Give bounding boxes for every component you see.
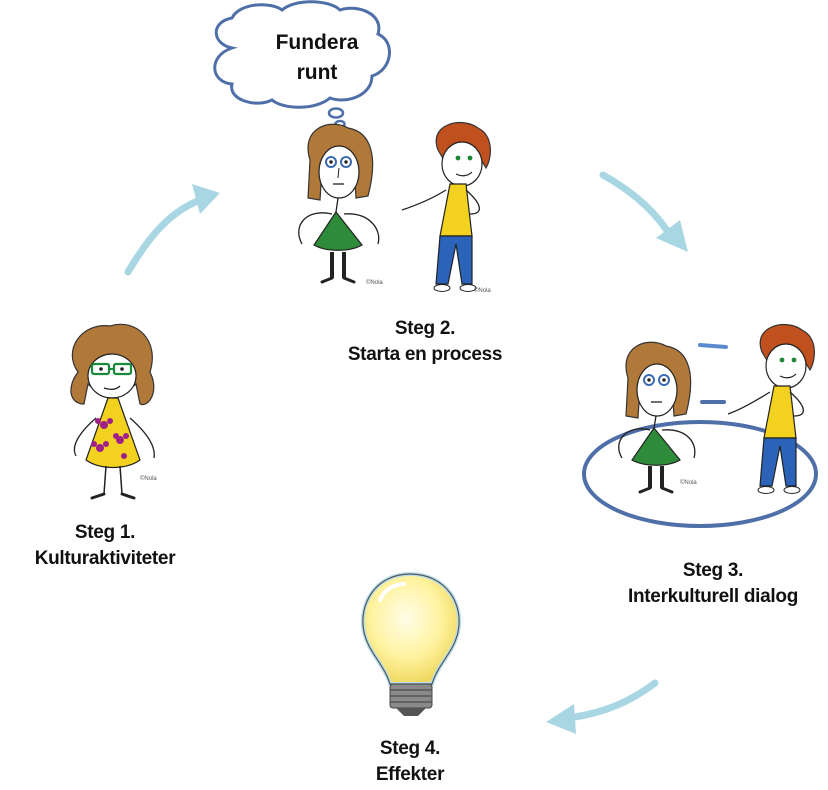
man-yellow-shirt-figure-dialog <box>727 323 815 494</box>
step-3-subtitle: Interkulturell dialog <box>628 586 798 607</box>
step-1-subtitle: Kulturaktiviteter <box>34 548 176 569</box>
step-3-title: Steg 3. <box>682 560 744 581</box>
process-arrow-icon <box>546 679 659 734</box>
step-3-label: Steg 3. Interkulturell dialog <box>600 558 826 610</box>
cloud-line-1: Fundera <box>275 31 359 54</box>
signature-text: ©Nola <box>366 279 383 286</box>
woman-green-dress-figure: ©Nola <box>298 123 383 286</box>
woman-green-dress-figure-dialog: ©Nola <box>618 341 697 494</box>
step-4-label: Steg 4. Effekter <box>320 736 500 788</box>
step-2-subtitle: Starta en process <box>347 344 503 365</box>
cloud-line-2: runt <box>296 61 338 84</box>
step-1-title: Steg 1. <box>74 522 136 543</box>
signature-text: ©Nola <box>474 287 491 294</box>
man-yellow-shirt-figure: ©Nola <box>401 121 491 294</box>
signature-text-step1: ©Nola <box>140 476 157 482</box>
step-4-subtitle: Effekter <box>375 764 445 785</box>
thought-cloud-icon <box>213 0 391 129</box>
step-4-title: Steg 4. <box>379 738 441 759</box>
step-1-label: Steg 1. Kulturaktiviteter <box>10 520 200 572</box>
cloud-thought-text: Fundera runt <box>262 28 372 88</box>
step-2-label: Steg 2. Starta en process <box>310 316 540 368</box>
step-2-title: Steg 2. <box>394 318 456 339</box>
light-bulb-icon <box>360 571 462 716</box>
woman-flower-dress-figure <box>70 323 155 500</box>
process-arrow-icon <box>124 184 220 276</box>
process-arrow-icon <box>599 171 688 252</box>
signature-text: ©Nola <box>680 479 697 486</box>
dialog-arrow-icon <box>698 343 728 349</box>
dialog-ring <box>582 420 818 528</box>
